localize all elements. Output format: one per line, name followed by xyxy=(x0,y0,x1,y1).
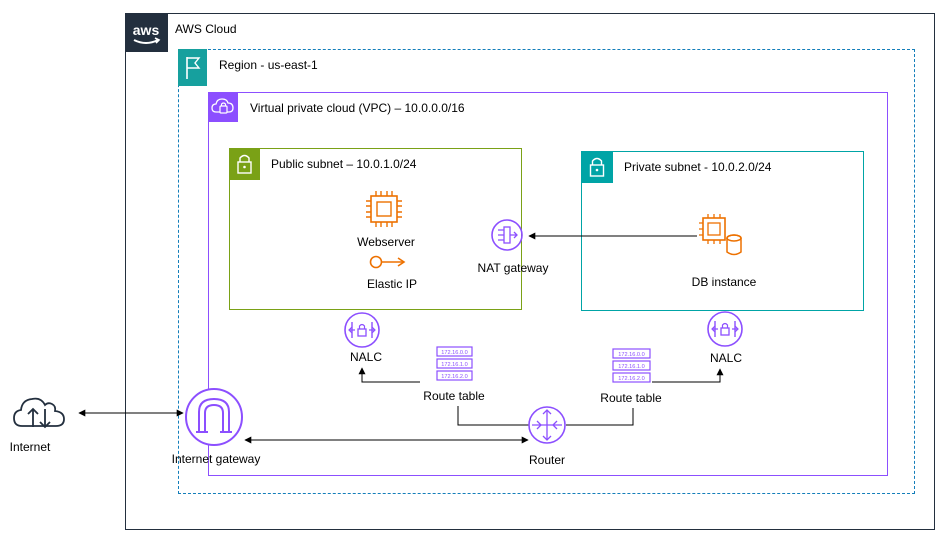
vpc-group xyxy=(208,92,888,476)
public-route-table-to-nacl-connector xyxy=(358,367,420,383)
network-acl-icon xyxy=(707,311,743,347)
private-subnet-label: Private subnet - 10.0.2.0/24 xyxy=(624,160,772,174)
route-table-public-label: Route table xyxy=(423,389,485,403)
route-entry: 172.16.2.0 xyxy=(618,376,644,382)
vpc-cloud-icon xyxy=(208,92,238,122)
router-icon xyxy=(528,406,566,444)
webserver-label: Webserver xyxy=(357,235,415,249)
private-subnet-group xyxy=(581,151,864,311)
aws-logo-icon: aws xyxy=(125,13,168,52)
network-acl-icon xyxy=(344,312,380,348)
route-entry: 172.16.0.0 xyxy=(618,352,644,358)
region-group xyxy=(178,49,915,494)
route-entry: 172.16.1.0 xyxy=(441,362,467,368)
nat-gateway-label: NAT gateway xyxy=(477,261,549,275)
aws-cloud-group xyxy=(125,13,935,530)
private-route-table-to-nacl-connector xyxy=(652,368,724,383)
route-table-private-label: Route table xyxy=(600,391,662,405)
nacl-private-label: NALC xyxy=(709,351,743,365)
nacl-public-label: NALC xyxy=(349,350,383,364)
nat-gateway-icon xyxy=(491,219,523,251)
public-subnet-label: Public subnet – 10.0.1.0/24 xyxy=(271,157,417,171)
route-entry: 172.16.2.0 xyxy=(441,374,467,380)
elastic-ip-label: Elastic IP xyxy=(366,277,418,291)
aws-cloud-label: AWS Cloud xyxy=(175,22,237,36)
router-to-public-route-table-connector xyxy=(457,406,529,426)
flag-icon xyxy=(178,49,207,86)
ec2-chip-icon xyxy=(366,191,402,227)
internet-gateway-label: Internet gateway xyxy=(171,452,261,466)
lock-icon xyxy=(581,151,613,183)
aws-logo-text: aws xyxy=(133,22,160,38)
route-entry: 172.16.0.0 xyxy=(441,350,467,356)
rds-instance-icon xyxy=(699,214,742,256)
key-icon xyxy=(369,255,406,269)
lock-icon xyxy=(229,148,260,180)
route-table-icon: 172.16.0.0 172.16.1.0 172.16.2.0 xyxy=(612,348,651,383)
router-to-private-route-table-connector xyxy=(566,408,634,426)
vpc-label: Virtual private cloud (VPC) – 10.0.0.0/1… xyxy=(250,101,465,115)
router-label: Router xyxy=(528,453,566,467)
db-instance-label: DB instance xyxy=(691,275,757,289)
route-entry: 172.16.1.0 xyxy=(618,364,644,370)
route-table-icon: 172.16.0.0 172.16.1.0 172.16.2.0 xyxy=(436,346,473,381)
internet-gateway-icon xyxy=(185,388,243,446)
region-label: Region - us-east-1 xyxy=(219,58,318,72)
internet-label: Internet xyxy=(9,440,51,454)
internet-cloud-icon xyxy=(13,397,65,429)
